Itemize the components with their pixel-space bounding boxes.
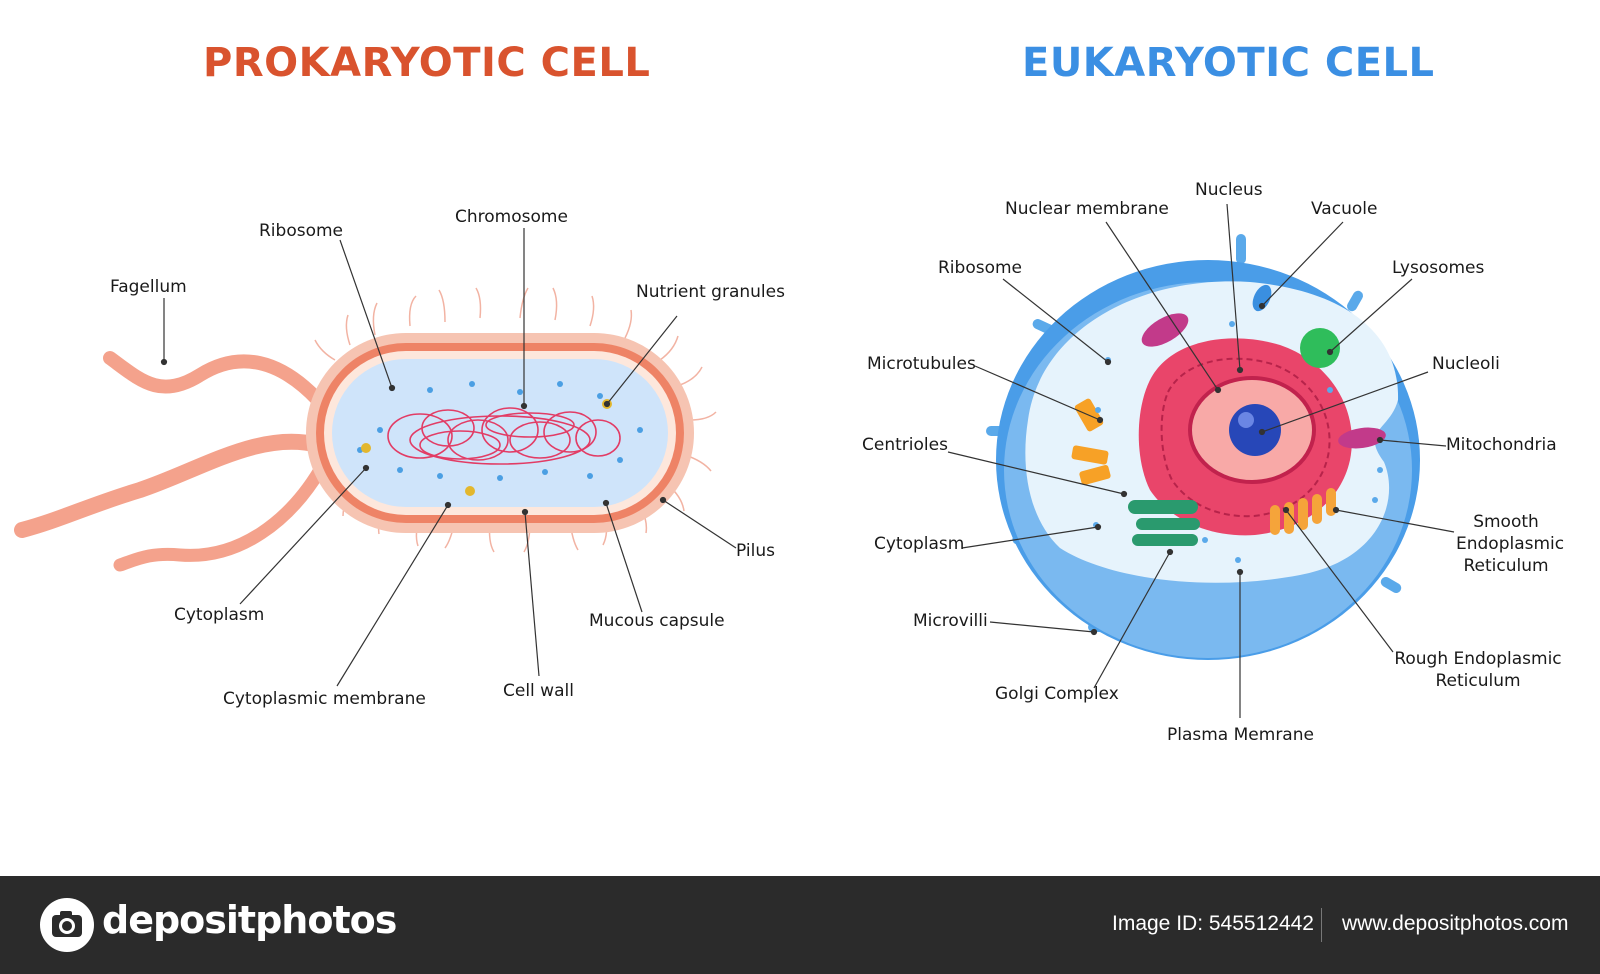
mitochondria xyxy=(1141,313,1386,449)
label-rough-er-line1: Rough Endoplasmic xyxy=(1394,649,1562,669)
label-smooth-er: Smooth Endoplasmic Reticulum xyxy=(1456,511,1565,577)
label-rough-er: Rough Endoplasmic Reticulum xyxy=(1393,648,1563,692)
site-url-link[interactable]: www.depositphotos.com xyxy=(1342,912,1569,935)
label-nucleoli: Nucleoli xyxy=(1432,354,1500,374)
label-rough-er-line2: Reticulum xyxy=(1435,671,1521,691)
nucleolus xyxy=(1229,404,1281,456)
flagella xyxy=(14,351,327,572)
eukaryotic-title: EUKARYOTIC CELL xyxy=(1022,40,1435,86)
label-smooth-er-line2: Endoplasmic xyxy=(1456,534,1565,554)
label-cell-wall: Cell wall xyxy=(503,681,574,701)
label-cytoplasm-eu: Cytoplasm xyxy=(874,534,965,554)
label-smooth-er-line1: Smooth xyxy=(1473,512,1539,532)
vacuole xyxy=(1252,284,1272,312)
label-ribosome-eu: Ribosome xyxy=(938,258,1023,278)
label-vacuole: Vacuole xyxy=(1311,199,1378,219)
footer-bar: depositphotos Image ID: 545512442 www.de… xyxy=(0,876,1600,974)
chromosome-tangle xyxy=(387,407,621,465)
lysosome xyxy=(1300,328,1340,368)
label-cytoplasm-pro: Cytoplasm xyxy=(174,605,265,625)
label-microtubules: Microtubules xyxy=(867,354,976,374)
label-fagellum: Fagellum xyxy=(110,277,187,297)
label-smooth-er-line3: Reticulum xyxy=(1463,556,1549,576)
label-golgi-complex: Golgi Complex xyxy=(995,684,1119,704)
footer-divider xyxy=(1321,908,1322,942)
label-nuclear-membrane: Nuclear membrane xyxy=(1005,199,1169,219)
diagram-canvas: PROKARYOTIC CELL EUKARYOTIC CELL Fagellu… xyxy=(14,40,1565,745)
label-mitochondria: Mitochondria xyxy=(1446,435,1557,455)
nuclear-membrane-ring xyxy=(1188,376,1316,484)
label-lysosomes: Lysosomes xyxy=(1392,258,1485,278)
cell-illustrations xyxy=(14,203,1455,718)
label-cytoplasmic-membrane: Cytoplasmic membrane xyxy=(223,689,426,709)
depositphotos-logo-icon xyxy=(40,898,94,952)
eukaryotic-cell-drawing xyxy=(986,234,1420,660)
label-mucous-capsule: Mucous capsule xyxy=(589,611,725,631)
label-chromosome: Chromosome xyxy=(455,207,568,227)
label-nucleus: Nucleus xyxy=(1195,180,1263,200)
prokaryotic-cell-drawing xyxy=(14,287,717,572)
image-id-text: Image ID: 545512442 xyxy=(1112,912,1314,935)
golgi-complex xyxy=(1128,500,1200,546)
label-ribosome-pro: Ribosome xyxy=(259,221,344,241)
label-microvilli: Microvilli xyxy=(913,611,988,631)
prokaryotic-title: PROKARYOTIC CELL xyxy=(203,40,651,86)
logo-wordmark: depositphotos xyxy=(102,898,397,942)
leader-lines xyxy=(160,203,1455,718)
label-plasma-membrane: Plasma Memrane xyxy=(1167,725,1314,745)
label-nutrient-granules: Nutrient granules xyxy=(636,282,785,302)
label-pilus: Pilus xyxy=(736,541,775,561)
label-centrioles: Centrioles xyxy=(862,435,948,455)
